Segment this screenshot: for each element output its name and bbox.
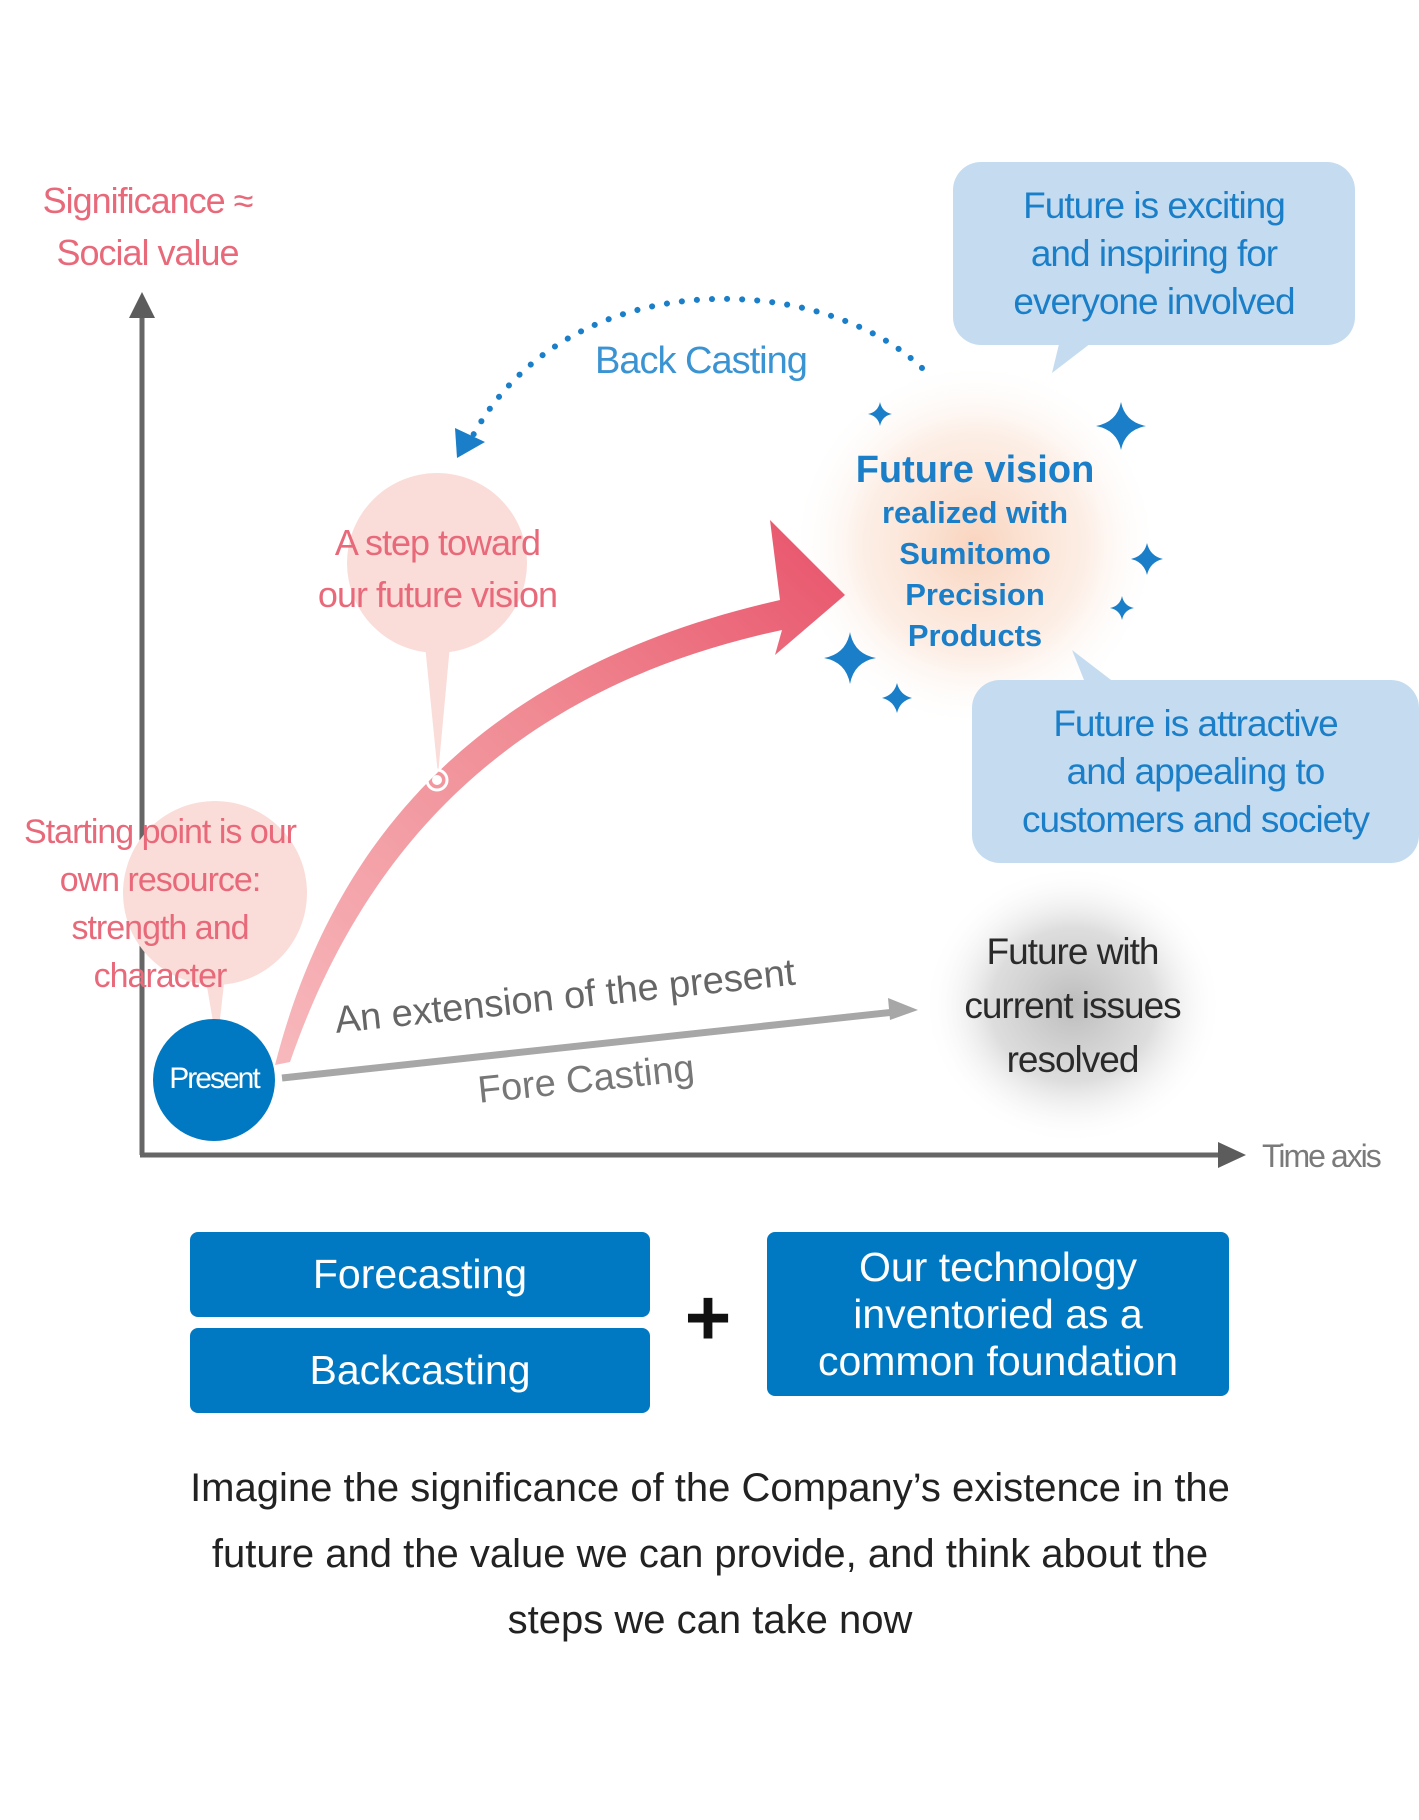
y-axis-label-line1: Significance ≈ [42, 180, 254, 221]
y-axis-arrow-icon [129, 292, 155, 318]
sparkle-icon [1110, 596, 1134, 620]
future-resolved-line: current issues [964, 985, 1181, 1026]
bubble-attractive-line: customers and society [1021, 798, 1370, 840]
caption-line: steps we can take now [507, 1598, 913, 1642]
back-casting-label: Back Casting [595, 340, 808, 382]
growth-arrow [275, 520, 845, 1065]
forecasting-label: Forecasting [312, 1251, 528, 1297]
starting-point-bubble-tail [205, 975, 225, 1045]
step-toward-line: our future vision [317, 574, 558, 615]
sparkle-icon [868, 402, 892, 426]
forecast-arrow-head-icon [888, 998, 918, 1020]
bubble-attractive-line: Future is attractive [1053, 702, 1338, 744]
sparkle-icon [824, 632, 876, 684]
technology-line: inventoried as a [853, 1290, 1143, 1337]
technology-line: common foundation [817, 1337, 1179, 1384]
backcast-arrow-head-icon [455, 428, 485, 458]
caption-line: future and the value we can provide, and… [211, 1532, 1209, 1576]
forecast-arrow-line [281, 1008, 896, 1082]
technology-box: Our technology inventoried as a common f… [767, 1232, 1229, 1396]
bubble-attractive: Future is attractive and appealing to cu… [972, 680, 1419, 863]
starting-point-line: strength and [71, 909, 249, 947]
step-toward-label: A step toward our future vision [285, 517, 590, 621]
sparkles [824, 402, 1163, 713]
step-marker-icon [425, 768, 449, 792]
future-vision-title: Future vision [855, 449, 1095, 491]
starting-point-label: Starting point is our own resource: stre… [0, 808, 320, 1000]
future-resolved-glow [923, 865, 1223, 1145]
future-vision-glow [790, 360, 1160, 730]
future-resolved-label: Future with current issues resolved [930, 925, 1215, 1087]
future-vision-line: Precision [905, 577, 1045, 612]
present-label: Present [169, 1062, 260, 1095]
future-vision-line: realized with [881, 495, 1069, 530]
step-marker-dot [432, 775, 442, 785]
step-toward-bubble [347, 473, 527, 653]
future-resolved-line: resolved [1006, 1039, 1140, 1080]
caption-line: Imagine the significance of the Company’… [190, 1466, 1230, 1510]
starting-point-line: own resource: [59, 861, 262, 899]
caption: Imagine the significance of the Company’… [30, 1455, 1390, 1653]
x-axis-label: Time axis [1262, 1138, 1382, 1174]
plus-icon: + [684, 1273, 732, 1362]
bubble-exciting-line: everyone involved [1013, 280, 1295, 322]
x-axis-arrow-icon [1218, 1142, 1246, 1168]
bubble-attractive-line: and appealing to [1066, 750, 1326, 792]
sparkle-icon [1096, 402, 1146, 450]
starting-point-line: Starting point is our [24, 813, 297, 851]
sparkle-icon [1131, 543, 1163, 575]
technology-line: Our technology [858, 1243, 1138, 1290]
future-vision-line: Products [907, 618, 1043, 653]
future-resolved-line: Future with [986, 931, 1159, 972]
sparkle-icon [882, 683, 912, 713]
backcast-dotted-arc [465, 295, 925, 448]
step-toward-line: A step toward [334, 522, 541, 563]
future-vision-label: Future vision realized with Sumitomo Pre… [830, 448, 1120, 656]
future-vision-line: Sumitomo [899, 536, 1051, 571]
forecasting-box: Forecasting [190, 1232, 650, 1317]
starting-point-line: character [93, 957, 228, 995]
y-axis-label-line2: Social value [56, 232, 239, 273]
bubble-exciting-line: and inspiring for [1030, 232, 1278, 274]
starting-point-bubble [123, 801, 307, 985]
bubble-exciting-tail [1052, 340, 1095, 373]
present-circle [153, 1019, 275, 1141]
y-axis-label: Significance ≈ Social value [10, 175, 285, 279]
backcasting-label: Backcasting [309, 1347, 531, 1393]
step-toward-bubble-tail [425, 645, 450, 775]
bubble-exciting-line: Future is exciting [1023, 184, 1286, 226]
bubble-exciting: Future is exciting and inspiring for eve… [953, 162, 1355, 345]
backcasting-box: Backcasting [190, 1328, 650, 1413]
